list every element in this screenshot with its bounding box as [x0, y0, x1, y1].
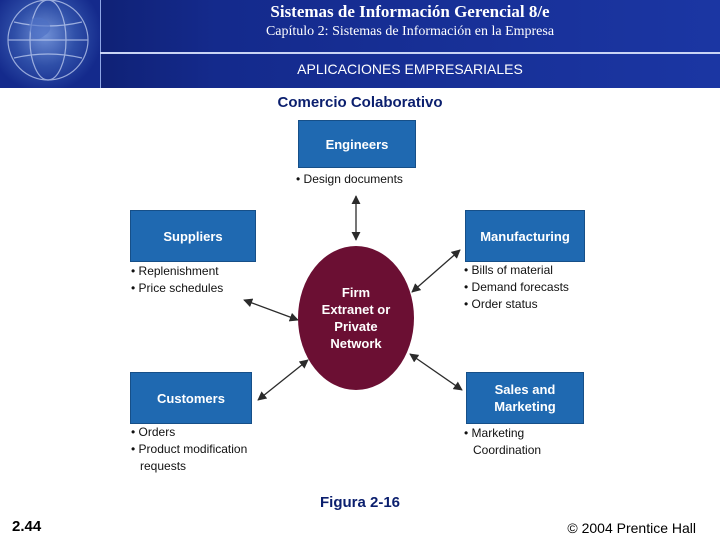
manufacturing-item: Bills of material — [464, 262, 569, 279]
manufacturing-box: Manufacturing — [465, 210, 585, 262]
arrow-sales — [409, 353, 463, 391]
customers-label: Customers — [157, 390, 225, 406]
slide-number: 2.44 — [12, 518, 42, 535]
customers-item: Product modification — [131, 441, 248, 458]
suppliers-label: Suppliers — [163, 228, 223, 244]
collaborative-commerce-diagram: Engineers Design documents Suppliers Rep… — [130, 118, 590, 476]
hub-line: Extranet or — [321, 302, 391, 317]
slide-title: Comercio Colaborativo — [277, 94, 443, 111]
slide-header: Sistemas de Información Gerencial 8/e Ca… — [0, 0, 720, 88]
section-title: APLICACIONES EMPRESARIALES — [297, 61, 523, 77]
sales-item: Marketing — [464, 425, 541, 442]
hub-line: Private — [334, 319, 378, 334]
suppliers-item: Price schedules — [131, 280, 224, 297]
customers-item: Orders — [131, 424, 247, 441]
hub-line: Firm — [341, 285, 371, 300]
engineers-label: Engineers — [325, 136, 389, 152]
customers-item: requests — [140, 459, 187, 473]
sales-label-line: Sales and — [494, 382, 556, 397]
manufacturing-items: Bills of material Demand forecasts Order… — [464, 262, 569, 313]
course-title: Sistemas de Información Gerencial 8/e — [270, 2, 550, 21]
sales-label-line: Marketing — [494, 399, 556, 414]
customers-box: Customers — [130, 372, 252, 424]
customers-items: Orders Product modification requests — [131, 424, 248, 475]
header-divider — [100, 52, 720, 54]
suppliers-item: Replenishment — [131, 263, 223, 280]
suppliers-box: Suppliers — [130, 210, 256, 262]
arrow-suppliers — [243, 298, 299, 322]
manufacturing-item: Demand forecasts — [464, 279, 569, 296]
arrow-customers — [257, 359, 309, 401]
engineers-item: Design documents — [296, 171, 403, 188]
engineers-box: Engineers — [298, 120, 416, 168]
suppliers-items: Replenishment Price schedules — [131, 263, 224, 297]
hub-line: Network — [330, 336, 382, 351]
figure-caption: Figura 2-16 — [319, 494, 401, 511]
chapter-subtitle: Capítulo 2: Sistemas de Información en l… — [265, 24, 555, 39]
manufacturing-item: Order status — [464, 296, 569, 313]
firm-network-hub: Firm Extranet or Private Network — [298, 246, 414, 390]
globe-logo — [0, 0, 101, 88]
sales-item: Coordination — [473, 443, 542, 457]
connector-arrows — [243, 195, 463, 401]
arrow-manufacturing — [411, 249, 461, 293]
manufacturing-label: Manufacturing — [480, 228, 570, 244]
engineers-items: Design documents — [296, 171, 403, 188]
sales-items: Marketing Coordination — [464, 425, 542, 459]
sales-marketing-box: Sales and Marketing — [466, 372, 584, 424]
copyright-notice: © 2004 Prentice Hall — [567, 520, 696, 536]
